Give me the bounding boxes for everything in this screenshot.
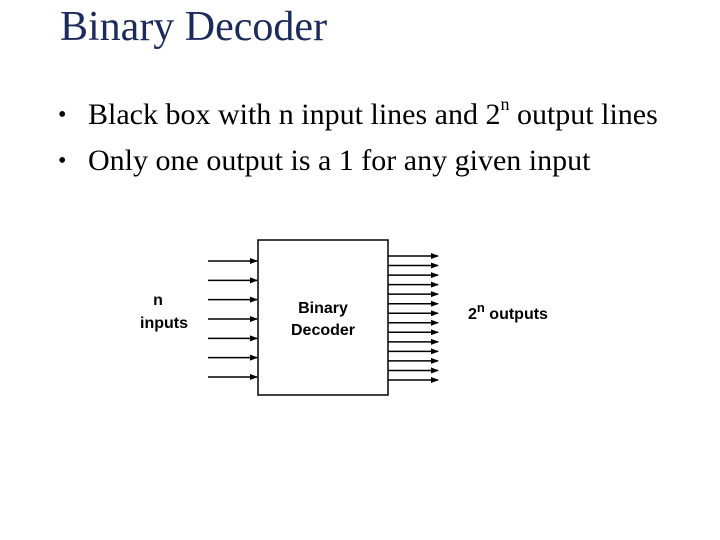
bullet-dot-icon: • bbox=[58, 102, 67, 128]
box-label-line2: Decoder bbox=[291, 322, 355, 339]
inputs-label-text: inputs bbox=[140, 315, 188, 332]
bullet-item: • Only one output is a 1 for any given i… bbox=[58, 142, 698, 180]
bullet-dot-icon: • bbox=[58, 148, 67, 174]
bullet-text-start: Black box with n input lines and 2 bbox=[88, 98, 501, 131]
outputs-label-base: 2 bbox=[468, 306, 477, 323]
output-lines bbox=[388, 253, 439, 383]
input-lines bbox=[208, 258, 258, 380]
box-label-line1: Binary bbox=[298, 300, 348, 317]
decoder-box bbox=[257, 239, 389, 396]
bullet-item: • Black box with n input lines and 2n ou… bbox=[58, 94, 698, 134]
inputs-label-n: n bbox=[153, 292, 163, 309]
outputs-label-sup: n bbox=[477, 300, 485, 315]
bullet-text: Only one output is a 1 for any given inp… bbox=[88, 144, 591, 177]
bullet-superscript: n bbox=[500, 94, 510, 114]
bullet-text-end: output lines bbox=[509, 98, 658, 131]
outputs-label-rest: outputs bbox=[485, 306, 548, 323]
bullet-list: • Black box with n input lines and 2n ou… bbox=[58, 94, 698, 188]
slide-title: Binary Decoder bbox=[60, 4, 328, 50]
outputs-label: 2n outputs bbox=[468, 300, 548, 323]
